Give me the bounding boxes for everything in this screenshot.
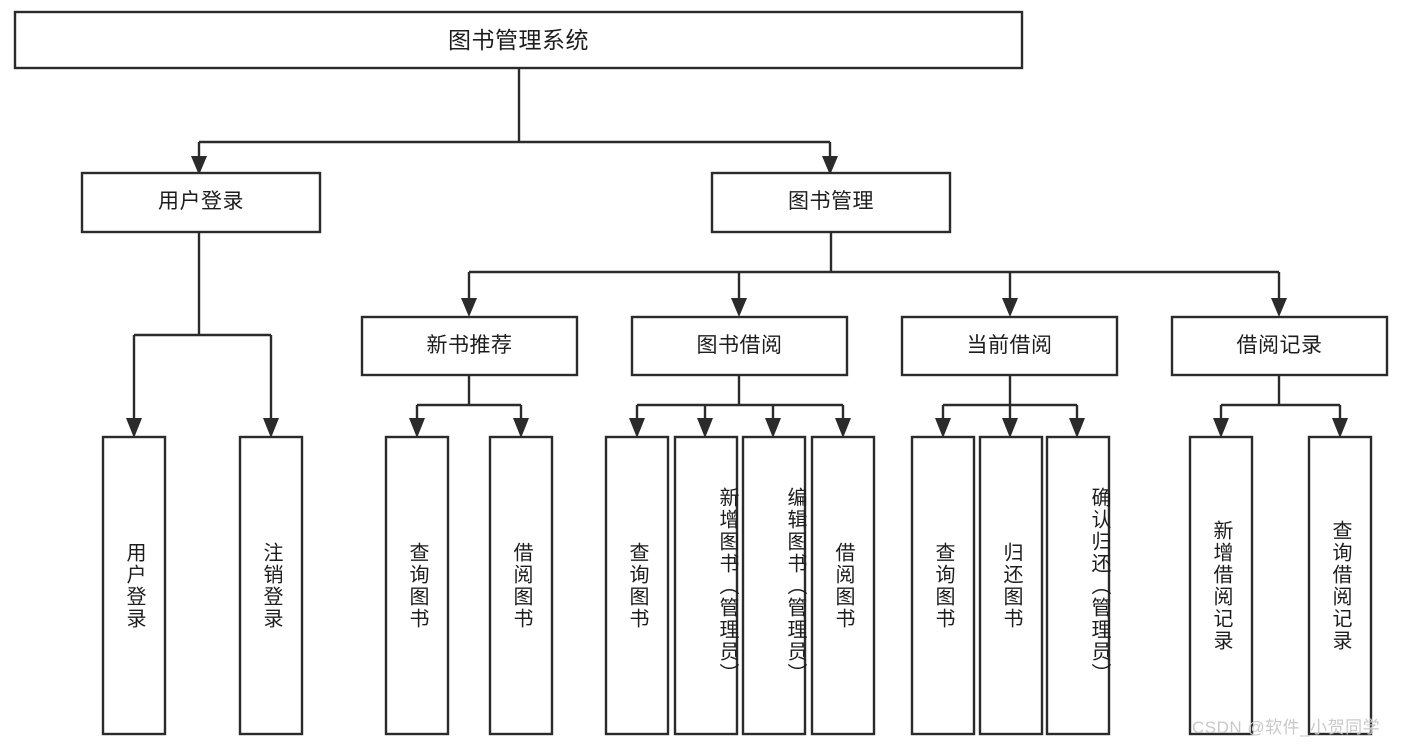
node-box-current-borrow[interactable] [900,315,1119,377]
node-box-leaf-query-book-3[interactable] [910,435,976,736]
connector-current-borrow-to-leaves [935,375,1085,438]
node-box-new-book-recommend[interactable] [360,315,579,377]
node-box-leaf-return-book[interactable] [978,435,1044,736]
node-box-root[interactable] [13,10,1024,70]
node-box-leaf-query-book-1[interactable] [384,435,450,736]
node-box-leaf-add-book[interactable] [673,435,739,736]
node-box-leaf-borrow-book-1[interactable] [488,435,554,736]
arrow-head-user-login [191,156,207,175]
node-box-leaf-add-record[interactable] [1188,435,1254,736]
node-box-book-manage[interactable] [710,171,952,234]
node-box-leaf-user-logout[interactable] [238,435,304,736]
node-box-user-login[interactable] [80,171,322,234]
connector-new-book-recommend-to-leaves [409,375,529,438]
node-box-leaf-query-book-2[interactable] [604,435,670,736]
node-box-leaf-user-login[interactable] [101,435,167,736]
connector-book-borrow-to-leaves [629,375,851,438]
node-box-leaf-borrow-book-2[interactable] [810,435,876,736]
arrow-head-book-manage [822,156,838,175]
node-box-book-borrow[interactable] [630,315,849,377]
node-box-leaf-confirm-return[interactable] [1045,435,1111,736]
connector-book-manage-to-level2 [461,232,1287,317]
connector-user-login-to-leaves [126,232,279,438]
connector-root-to-level1 [191,68,838,175]
node-box-leaf-edit-book[interactable] [741,435,807,736]
connector-borrow-record-to-leaves [1213,375,1348,438]
node-box-borrow-record[interactable] [1170,315,1389,377]
node-box-leaf-query-record[interactable] [1307,435,1373,736]
